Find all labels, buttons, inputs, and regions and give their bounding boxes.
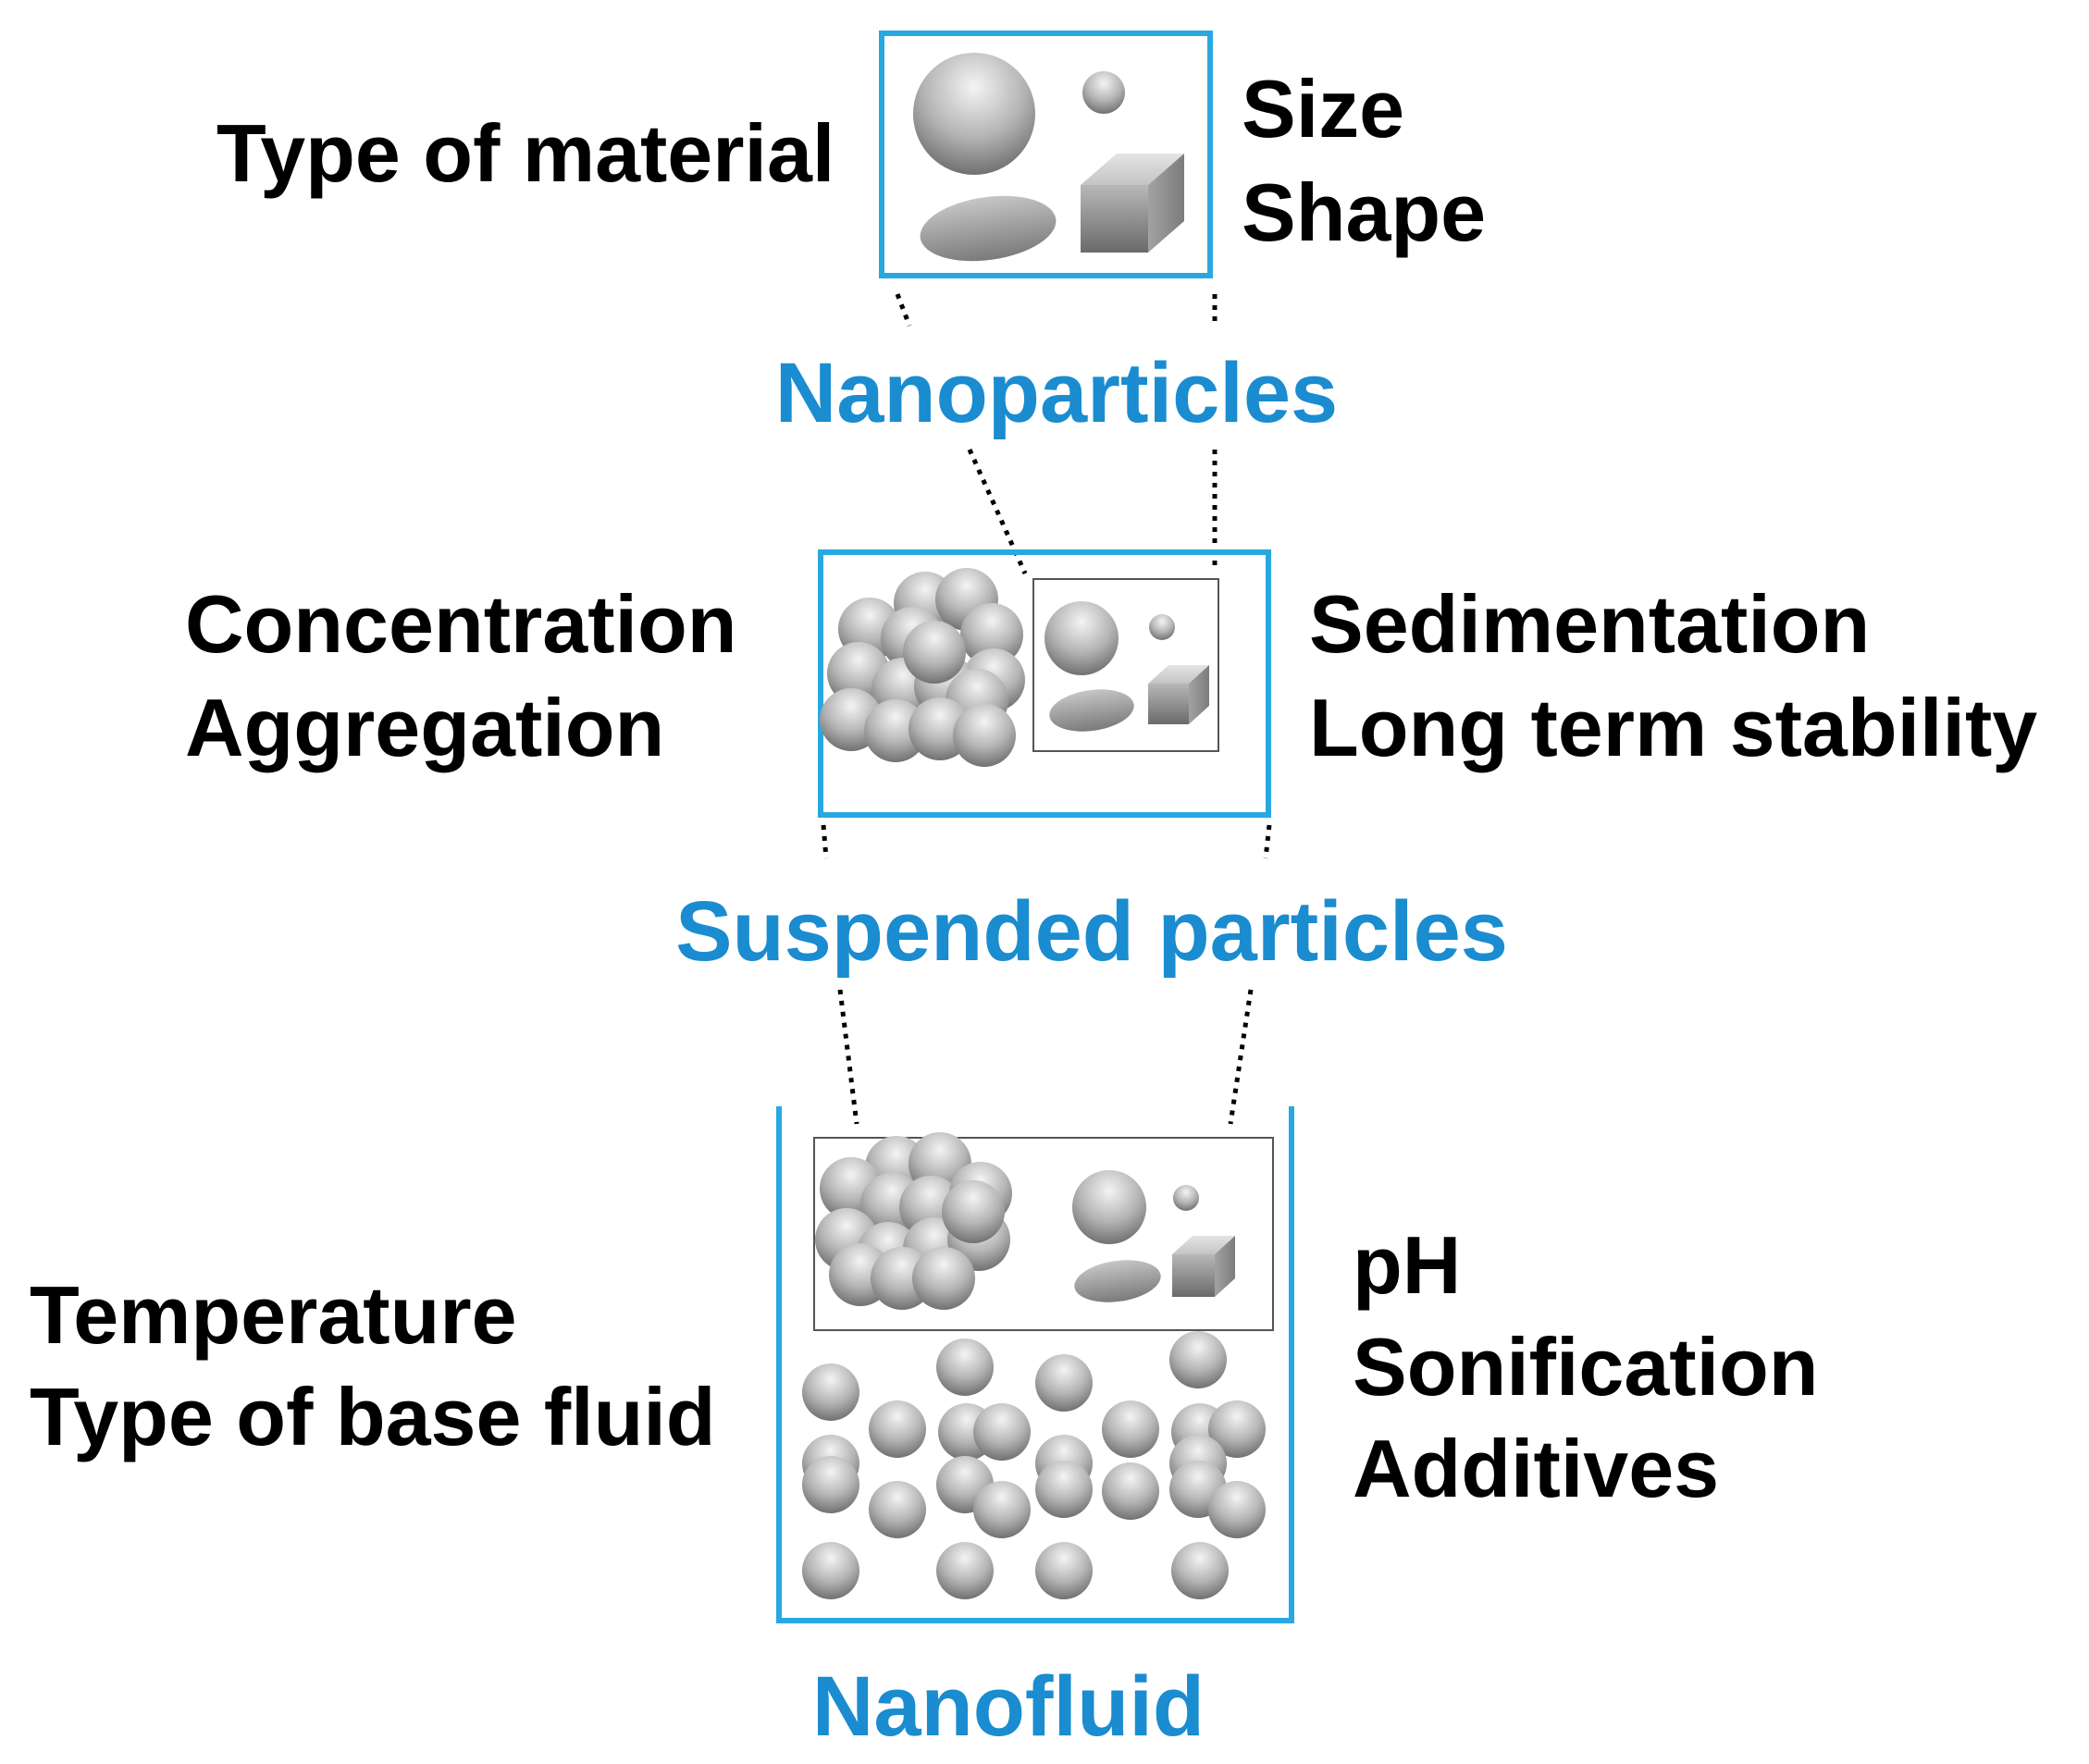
nanofluid-left-label-temperature: Temperature (30, 1269, 517, 1361)
nanofluid-beaker (776, 1106, 1294, 1623)
nanofluid-right-label-sonification: Sonification (1353, 1321, 1819, 1412)
fluid-particle (936, 1338, 994, 1396)
small-sphere (1173, 1185, 1199, 1211)
suspended-particles-title: Suspended particles (675, 884, 1508, 979)
cluster-particle (942, 1180, 1005, 1243)
inset-shapes (1072, 1170, 1235, 1302)
fluid-particle (802, 1542, 859, 1599)
large-sphere (1044, 601, 1119, 675)
fluid-particle (1102, 1400, 1159, 1458)
fluid-particle (973, 1403, 1031, 1461)
small-sphere (1082, 71, 1125, 114)
nanoparticles-title: Nanoparticles (775, 346, 1338, 440)
large-sphere (1072, 1170, 1146, 1244)
suspended-left-label-aggregation: Aggregation (185, 682, 664, 773)
ellipsoid-particle (1074, 1260, 1161, 1302)
fluid-particle (802, 1456, 859, 1513)
cube-particle (1172, 1236, 1235, 1297)
connector-dots (1263, 824, 1272, 859)
fluid-particle (1102, 1462, 1159, 1520)
cube-particle (1081, 154, 1184, 253)
nanoparticle-shapes (913, 53, 1184, 262)
fluid-particle (1171, 1542, 1229, 1599)
fluid-particle (1035, 1542, 1093, 1599)
nanoparticles-right-label-size: Size (1242, 63, 1404, 154)
suspended-frame (818, 549, 1271, 818)
nanoparticles-level: Type of material Size Shape Nanoparticle… (216, 31, 1486, 440)
connector-dots (895, 293, 912, 327)
connector-dots (837, 989, 859, 1125)
fluid-particle (973, 1481, 1031, 1538)
cluster-particle (864, 699, 927, 762)
fluid-particle (1035, 1354, 1093, 1412)
nanofluid-left-label-base-fluid: Type of base fluid (30, 1371, 716, 1462)
small-sphere (1149, 614, 1175, 640)
inset-shapes (1044, 601, 1209, 732)
fluid-particle (869, 1400, 926, 1458)
fluid-particle (936, 1542, 994, 1599)
cluster-particle (903, 621, 966, 684)
fluid-particle (869, 1481, 926, 1538)
fluid-particle (1169, 1331, 1227, 1388)
nanoparticles-left-label: Type of material (216, 107, 834, 199)
fluid-particle (1208, 1481, 1266, 1538)
fluid-particle (1035, 1461, 1093, 1518)
suspended-particles-level: Concentration Aggregation Sedimentation … (185, 549, 2037, 979)
connector-dots (1228, 989, 1254, 1125)
cluster-particle (960, 603, 1023, 666)
suspended-right-label-stability: Long term stability (1309, 682, 2037, 773)
dispersed-particles (802, 1331, 1266, 1599)
nanoparticles-frame (879, 31, 1213, 278)
large-sphere (913, 53, 1035, 175)
nanofluid-right-label-additives: Additives (1353, 1423, 1719, 1514)
fluid-particle (802, 1363, 859, 1421)
nanofluid-right-label-ph: pH (1353, 1219, 1461, 1311)
aggregate-cluster (820, 568, 1025, 767)
cluster-particle (953, 704, 1016, 767)
fluid-particle (1208, 1400, 1266, 1458)
nanofluid-title: Nanofluid (812, 1659, 1205, 1754)
connector-dots (821, 824, 829, 859)
suspended-right-label-sedimentation: Sedimentation (1309, 578, 1870, 670)
nanoparticles-right-label-shape: Shape (1242, 167, 1486, 258)
cluster-particle (912, 1247, 975, 1310)
suspended-left-label-concentration: Concentration (185, 578, 736, 670)
cube-particle (1148, 665, 1209, 724)
ellipsoid-particle (920, 195, 1057, 262)
aggregate-cluster (815, 1132, 1012, 1310)
nanofluid-level: Temperature Type of base fluid pH Sonifi… (30, 1106, 1819, 1754)
ellipsoid-particle (1049, 689, 1134, 732)
